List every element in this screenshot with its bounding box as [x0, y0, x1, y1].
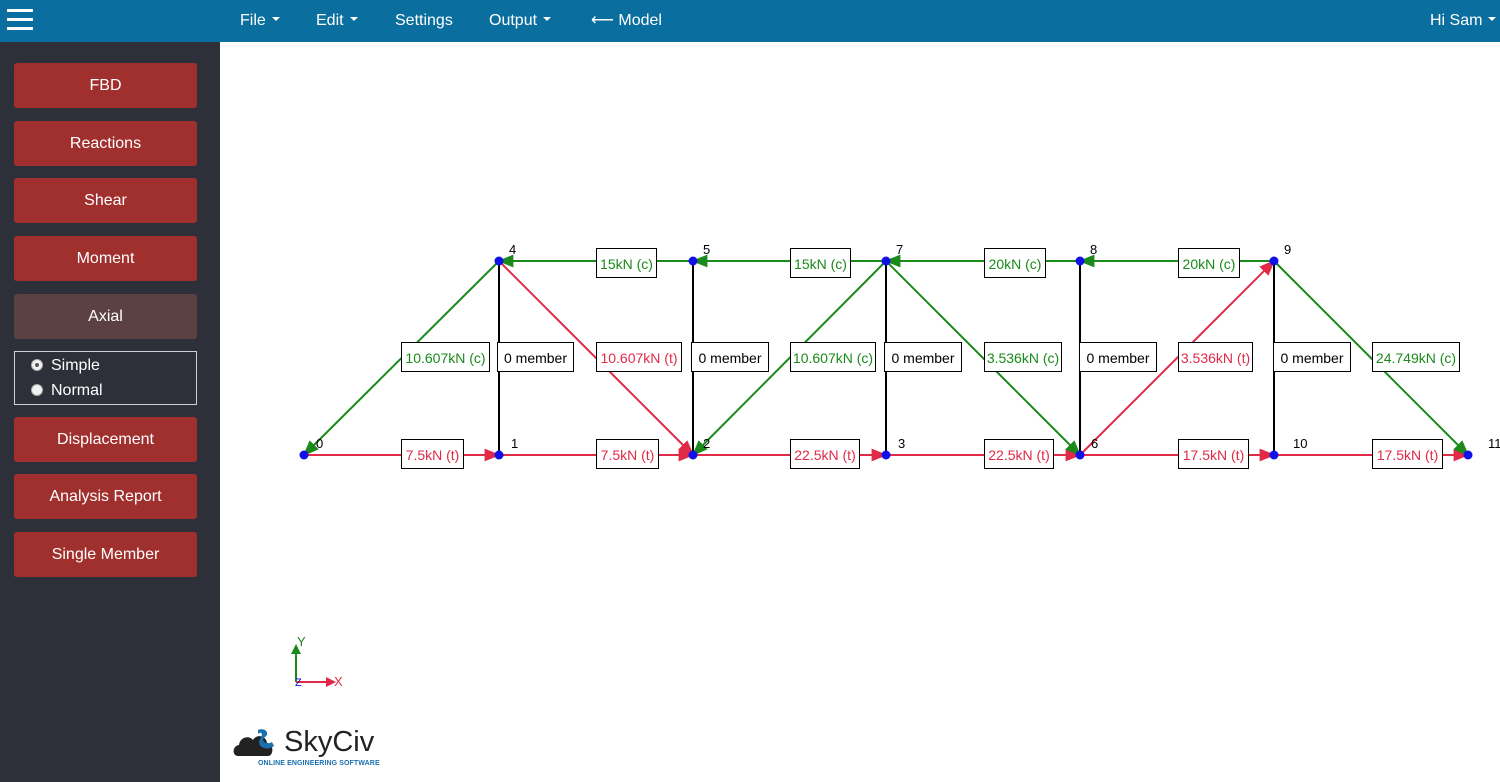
reactions-button[interactable]: Reactions: [14, 121, 197, 166]
cloud-s-logo-icon: [233, 729, 274, 756]
node-label: 3: [898, 436, 906, 451]
truss-diagram: Y X Z: [291, 254, 1473, 689]
caret-down-icon: [349, 16, 358, 21]
node-4[interactable]: [494, 256, 504, 266]
node-1[interactable]: [494, 450, 504, 460]
menu-output-label: Output: [489, 12, 538, 29]
menu-file[interactable]: File: [240, 0, 280, 42]
node-label: 2: [703, 436, 711, 451]
member-force-label[interactable]: 15kN (c): [596, 248, 657, 278]
node-label: 6: [1091, 436, 1099, 451]
sidebar: FBD Reactions Shear Moment Axial Displac…: [0, 42, 220, 782]
node-9[interactable]: [1269, 256, 1279, 266]
member-force-label[interactable]: 17.5kN (t): [1372, 439, 1443, 469]
skyciv-logo: SkyCiv ONLINE ENGINEERING SOFTWARE: [232, 722, 382, 772]
radio-normal[interactable]: Normal: [31, 380, 103, 402]
displacement-button[interactable]: Displacement: [14, 417, 197, 462]
member-force-label[interactable]: 20kN (c): [984, 248, 1046, 278]
logo-name: SkyCiv: [284, 726, 375, 758]
caret-down-icon: [1488, 16, 1497, 21]
radio-simple-label: Simple: [51, 357, 100, 374]
user-menu[interactable]: Hi Sam: [1430, 0, 1497, 42]
node-label: 5: [703, 242, 711, 257]
menu-settings[interactable]: Settings: [395, 0, 453, 42]
menu-back-to-model[interactable]: ⟵ Model: [591, 0, 662, 42]
member-force-label[interactable]: 3.536kN (t): [1178, 342, 1253, 372]
menu-output[interactable]: Output: [489, 0, 552, 42]
member-force-label[interactable]: 0 member: [884, 342, 962, 372]
member-force-label[interactable]: 0 member: [497, 342, 574, 372]
radio-normal-label: Normal: [51, 382, 103, 399]
node-11[interactable]: [1463, 450, 1473, 460]
shear-button[interactable]: Shear: [14, 178, 197, 223]
member-force-label[interactable]: 20kN (c): [1178, 248, 1240, 278]
fbd-button[interactable]: FBD: [14, 63, 197, 108]
member-force-label[interactable]: 24.749kN (c): [1372, 342, 1460, 372]
radio-simple[interactable]: Simple: [31, 355, 100, 377]
display-mode-group: Simple Normal: [14, 351, 197, 405]
moment-button[interactable]: Moment: [14, 236, 197, 281]
node-label: 4: [509, 242, 517, 257]
hamburger-menu-icon[interactable]: [7, 9, 33, 33]
node-10[interactable]: [1269, 450, 1279, 460]
node-label: 11: [1488, 436, 1500, 451]
node-3[interactable]: [881, 450, 891, 460]
node-label: 1: [511, 436, 519, 451]
member-force-label[interactable]: 15kN (c): [790, 248, 851, 278]
axis-x-label: X: [334, 674, 343, 689]
member-force-label[interactable]: 0 member: [691, 342, 769, 372]
truss-canvas[interactable]: Y X Z 7.5kN (t) 7.5kN (t) 22.5kN (t) 22.5kN…: [220, 42, 1500, 782]
axis-triad: Y X Z: [291, 634, 343, 689]
axis-y-label: Y: [297, 634, 306, 649]
node-5[interactable]: [688, 256, 698, 266]
member-6-9[interactable]: [1079, 259, 1276, 456]
member-9-11[interactable]: [1273, 260, 1470, 457]
node-2[interactable]: [688, 450, 698, 460]
caret-down-icon: [543, 16, 552, 21]
axis-z-label: Z: [295, 677, 302, 689]
member-force-label[interactable]: 0 member: [1273, 342, 1351, 372]
node-8[interactable]: [1075, 256, 1085, 266]
member-force-label[interactable]: 17.5kN (t): [1178, 439, 1249, 469]
node-label: 10: [1293, 436, 1308, 451]
member-force-label[interactable]: 22.5kN (t): [790, 439, 860, 469]
member-force-label[interactable]: 7.5kN (t): [596, 439, 659, 469]
radio-selected-icon: [31, 359, 43, 371]
analysis-report-button[interactable]: Analysis Report: [14, 474, 197, 519]
member-force-label[interactable]: 22.5kN (t): [984, 439, 1054, 469]
node-label: 7: [896, 242, 904, 257]
member-force-label[interactable]: 10.607kN (c): [401, 342, 490, 372]
axial-button[interactable]: Axial: [14, 294, 197, 339]
member-force-label[interactable]: 7.5kN (t): [401, 439, 464, 469]
menu-settings-label: Settings: [395, 12, 453, 29]
node-label: 8: [1090, 242, 1098, 257]
node-0[interactable]: [299, 450, 309, 460]
radio-unselected-icon: [31, 384, 43, 396]
member-force-label[interactable]: 3.536kN (c): [984, 342, 1062, 372]
top-menu-bar: File Edit Settings Output ⟵ Model Hi Sam: [0, 0, 1500, 42]
member-force-label[interactable]: 10.607kN (c): [790, 342, 876, 372]
node-label: 9: [1284, 242, 1292, 257]
user-greeting: Hi Sam: [1430, 12, 1483, 29]
member-force-label[interactable]: 0 member: [1079, 342, 1157, 372]
member-force-label[interactable]: 10.607kN (t): [596, 342, 682, 372]
caret-down-icon: [271, 16, 280, 21]
menu-edit[interactable]: Edit: [316, 0, 358, 42]
node-7[interactable]: [881, 256, 891, 266]
member-7-6[interactable]: [885, 260, 1082, 457]
menu-edit-label: Edit: [316, 12, 344, 29]
node-6[interactable]: [1075, 450, 1085, 460]
node-label: 0: [316, 436, 324, 451]
logo-tagline: ONLINE ENGINEERING SOFTWARE: [258, 760, 380, 767]
menu-model-label: ⟵ Model: [591, 12, 662, 29]
member-7-2[interactable]: [691, 260, 887, 457]
single-member-button[interactable]: Single Member: [14, 532, 197, 577]
menu-file-label: File: [240, 12, 266, 29]
